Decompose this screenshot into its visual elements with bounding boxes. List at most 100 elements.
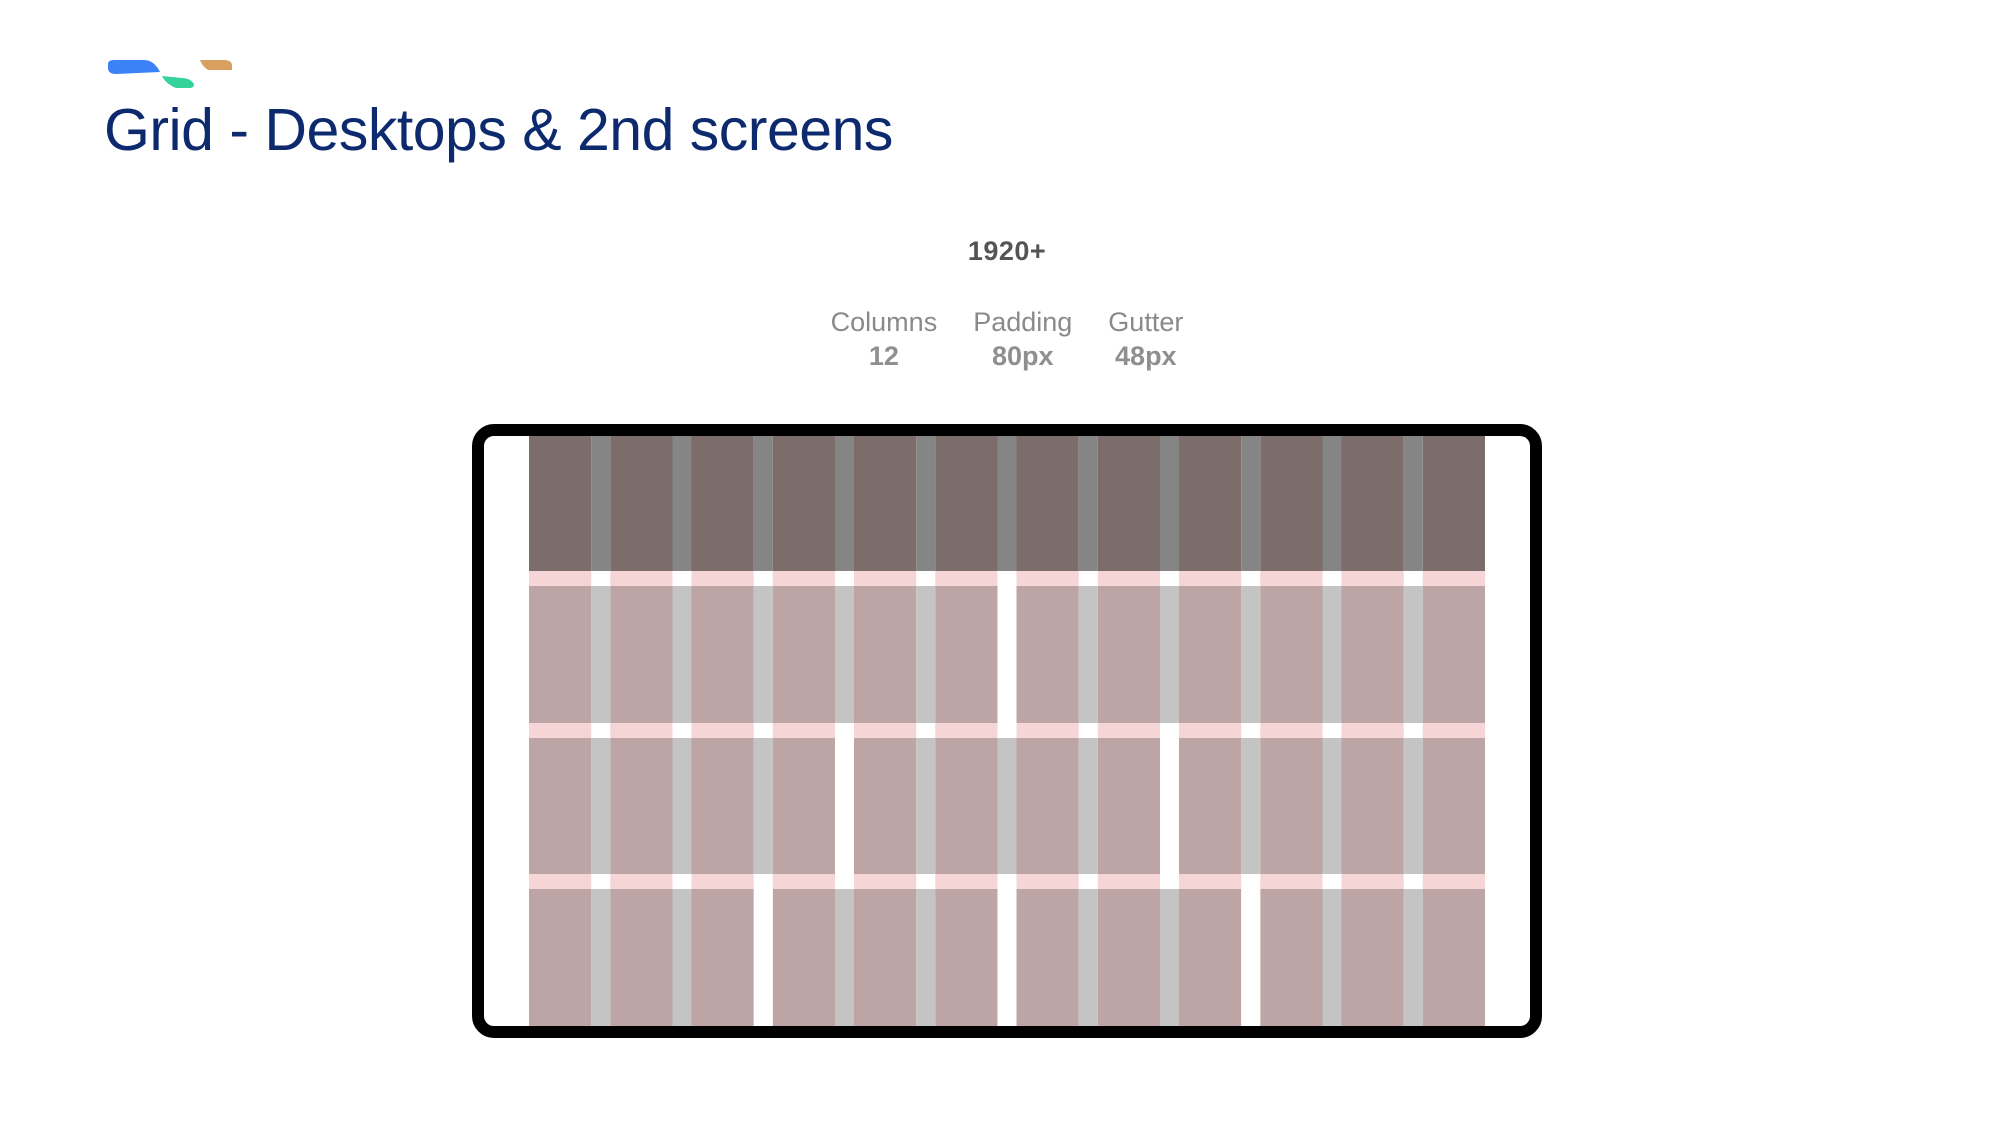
- grid-column: [691, 889, 754, 1026]
- gap-gutter: [1403, 723, 1423, 738]
- spec-value: 80px: [991, 341, 1054, 371]
- header-column: [772, 436, 835, 571]
- grid-column: [1179, 738, 1242, 874]
- grid-column: [529, 738, 592, 874]
- column-gutter: [753, 586, 773, 723]
- column-gutter: [1241, 436, 1261, 571]
- grid-column: [610, 738, 673, 874]
- grid-column: [610, 889, 673, 1026]
- column-gutter: [591, 889, 611, 1026]
- gap-gutter: [835, 723, 854, 738]
- gap-gutter: [1160, 571, 1179, 586]
- gap-gutter: [1403, 874, 1423, 889]
- grid-column: [691, 738, 754, 874]
- grid-column: [1422, 738, 1485, 874]
- gap-gutter: [672, 723, 692, 738]
- column-gutter: [835, 889, 854, 1026]
- gap-gutter: [1241, 874, 1261, 889]
- column-gutter: [1078, 436, 1098, 571]
- column-gutter: [1078, 586, 1098, 723]
- spec-columns: Columns 12: [831, 305, 938, 373]
- spec-label: Columns: [830, 307, 938, 337]
- gap-gutter: [997, 874, 1017, 889]
- grid-column: [1097, 738, 1160, 874]
- grid-column: [1016, 738, 1079, 874]
- grid-column: [1260, 889, 1323, 1026]
- gap-gutter: [916, 874, 936, 889]
- spec-value: 48px: [1115, 341, 1177, 371]
- gap-gutter: [997, 723, 1017, 738]
- column-gutter: [672, 889, 692, 1026]
- grid-column: [610, 586, 673, 723]
- grid-column: [772, 586, 835, 723]
- gap-gutter: [916, 723, 936, 738]
- grid-column: [1341, 889, 1404, 1026]
- gap-gutter: [1322, 571, 1342, 586]
- grid-column: [1016, 586, 1079, 723]
- gap-gutter: [1160, 874, 1179, 889]
- gap-gutter: [753, 571, 773, 586]
- grid-column: [854, 586, 917, 723]
- column-gutter: [753, 436, 773, 571]
- grid-column: [772, 738, 835, 874]
- grid-column: [1179, 586, 1242, 723]
- column-gutter: [1160, 889, 1179, 1026]
- header-column: [1341, 436, 1404, 571]
- gap-gutter: [1241, 723, 1261, 738]
- gap-gutter: [672, 571, 692, 586]
- grid-column: [1422, 586, 1485, 723]
- column-gutter: [916, 889, 936, 1026]
- header-column: [1097, 436, 1160, 571]
- gap-gutter: [1322, 723, 1342, 738]
- gap-gutter: [753, 874, 773, 889]
- grid-column: [691, 586, 754, 723]
- spec-padding: Padding 80px: [973, 305, 1072, 373]
- block-boundary-gutter: [1241, 889, 1261, 1026]
- gap-gutter: [1322, 874, 1342, 889]
- column-gutter: [835, 586, 854, 723]
- gap-gutter: [916, 571, 936, 586]
- grid-column: [1422, 889, 1485, 1026]
- gap-gutter: [997, 571, 1017, 586]
- gap-gutter: [1403, 571, 1423, 586]
- grid-column: [1097, 586, 1160, 723]
- grid-column: [935, 889, 998, 1026]
- grid-column: [1260, 738, 1323, 874]
- column-gutter: [916, 436, 936, 571]
- column-gutter: [1078, 889, 1098, 1026]
- gap-gutter: [1078, 874, 1098, 889]
- grid-column: [529, 889, 592, 1026]
- gap-gutter: [835, 571, 854, 586]
- column-gutter: [591, 436, 611, 571]
- gap-gutter: [591, 723, 611, 738]
- grid-column: [1341, 738, 1404, 874]
- column-gutter: [1078, 738, 1098, 874]
- grid-column: [935, 738, 998, 874]
- column-gutter: [1322, 889, 1342, 1026]
- block-boundary-gutter: [997, 889, 1017, 1026]
- grid-column: [1016, 889, 1079, 1026]
- column-gutter: [672, 436, 692, 571]
- desktop-screen-frame: [472, 424, 1542, 1038]
- column-gutter: [1403, 436, 1423, 571]
- breakpoint-label: 1920+: [967, 236, 1047, 266]
- block-boundary-gutter: [835, 738, 854, 874]
- gap-gutter: [1241, 571, 1261, 586]
- block-boundary-gutter: [753, 889, 773, 1026]
- column-gutter: [1322, 586, 1342, 723]
- column-gutter: [1403, 889, 1423, 1026]
- header-column: [1016, 436, 1079, 571]
- grid-column: [529, 586, 592, 723]
- page-title: Grid - Desktops & 2nd screens: [104, 97, 893, 163]
- column-gutter: [835, 436, 854, 571]
- header-column: [935, 436, 998, 571]
- header-column: [691, 436, 754, 571]
- column-gutter: [753, 738, 773, 874]
- column-gutter: [591, 738, 611, 874]
- spec-label: Padding: [973, 307, 1073, 337]
- grid-column: [854, 889, 917, 1026]
- column-gutter: [1160, 436, 1179, 571]
- gap-gutter: [1160, 723, 1179, 738]
- column-gutter: [1241, 586, 1261, 723]
